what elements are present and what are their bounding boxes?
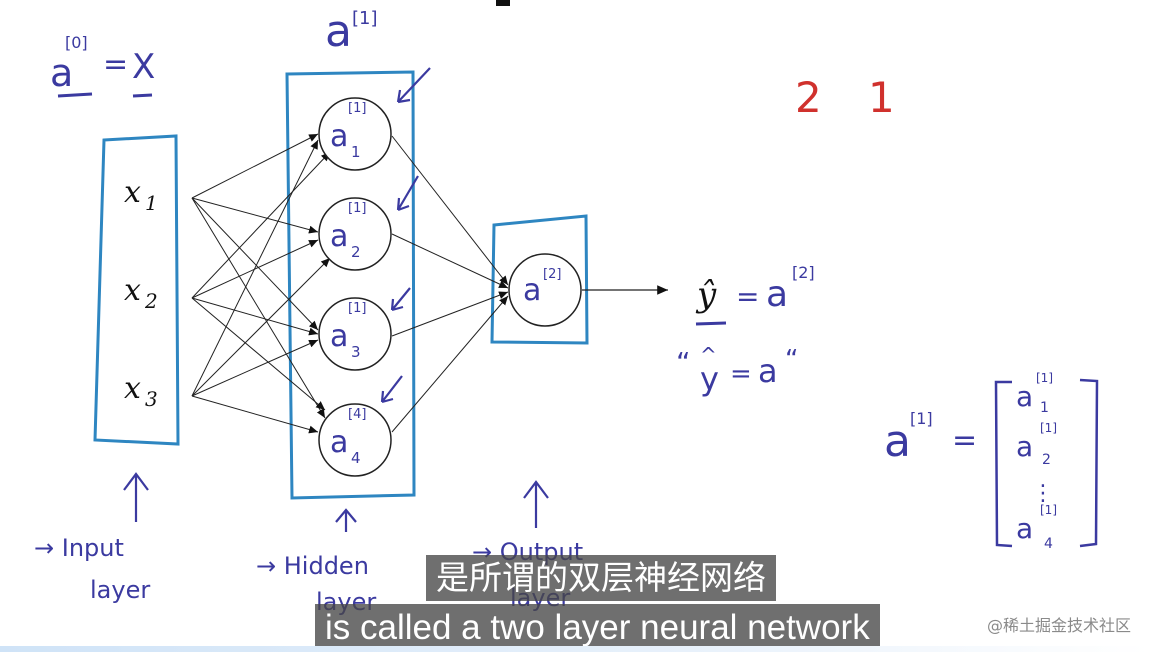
svg-text:3: 3 <box>351 343 361 361</box>
svg-text:4: 4 <box>351 449 361 467</box>
hidden-node-a2: a [1] 2 <box>318 197 392 271</box>
svg-text:a: a <box>325 6 352 57</box>
svg-text:2: 2 <box>144 289 158 313</box>
red-annotation-one: 1 <box>868 73 895 122</box>
svg-text:1: 1 <box>1040 400 1049 416</box>
svg-text:→ Input: → Input <box>34 534 124 562</box>
svg-text:1: 1 <box>145 191 158 215</box>
svg-text:a: a <box>758 352 778 390</box>
svg-text:[1]: [1] <box>910 409 933 428</box>
svg-text:⋮: ⋮ <box>1032 481 1054 506</box>
svg-text:3: 3 <box>145 387 158 411</box>
svg-text:[1]: [1] <box>1040 421 1057 435</box>
input-node-x3: x 3 <box>124 371 158 411</box>
svg-text:[4]: [4] <box>348 407 366 422</box>
input-node-x1: x 1 <box>124 175 158 215</box>
hidden-output-connections <box>391 135 509 433</box>
svg-text:“: “ <box>785 345 798 375</box>
svg-text:a: a <box>330 425 348 460</box>
svg-text:a: a <box>330 319 348 354</box>
svg-text:[1]: [1] <box>348 101 366 116</box>
input-hidden-connections <box>191 133 331 434</box>
svg-text:x: x <box>124 371 141 406</box>
svg-text:=: = <box>952 423 977 458</box>
svg-text:a: a <box>884 416 911 467</box>
svg-text:=: = <box>103 47 128 82</box>
hidden-node-a1: a [1] 1 <box>318 97 392 171</box>
svg-text:2: 2 <box>351 243 361 261</box>
subtitle-chinese: 是所谓的双层神经网络 <box>426 555 776 601</box>
layer-up-arrows <box>123 472 549 532</box>
svg-text:a: a <box>50 51 73 95</box>
watermark-text: @稀土掘金技术社区 <box>986 616 1131 635</box>
input-layer-box <box>93 134 180 446</box>
output-node: a [2] <box>508 253 582 327</box>
svg-text:X: X <box>132 47 155 87</box>
svg-text:a: a <box>1016 380 1033 413</box>
svg-text:[1]: [1] <box>1040 503 1057 517</box>
svg-text:a: a <box>766 274 788 315</box>
svg-text:[0]: [0] <box>65 33 88 52</box>
svg-text:“: “ <box>676 346 691 379</box>
a1-vector-definition: a [1] = a [1] 1 a [1] 2 ⋮ a [1] 4 <box>884 371 1099 552</box>
input-layer-label: → Input layer <box>34 534 150 604</box>
quoted-yhat-equation: “ ^ y = a “ <box>676 343 798 398</box>
yhat-equation: ŷ = a [2] <box>695 263 815 326</box>
svg-text:a: a <box>1016 512 1033 545</box>
svg-text:=: = <box>736 280 759 313</box>
svg-text:→ Hidden: → Hidden <box>256 552 369 580</box>
hidden-layer-box <box>285 70 416 500</box>
svg-text:x: x <box>124 273 141 308</box>
svg-text:layer: layer <box>90 576 150 604</box>
svg-text:1: 1 <box>351 143 361 161</box>
svg-text:=: = <box>730 359 752 389</box>
bottom-progress-strip <box>0 646 1149 652</box>
a1-layer-label: a [1] <box>325 6 378 57</box>
purple-annotation-arrows <box>380 67 431 404</box>
cropped-title-fragment <box>496 0 510 6</box>
output-layer-box <box>490 214 589 345</box>
svg-text:[1]: [1] <box>352 8 378 29</box>
svg-text:[1]: [1] <box>348 201 366 216</box>
svg-text:[2]: [2] <box>792 263 815 282</box>
svg-text:a: a <box>1016 430 1033 463</box>
hidden-node-a4: a [4] 4 <box>318 403 392 477</box>
svg-text:a: a <box>523 273 541 308</box>
input-node-x2: x 2 <box>124 273 158 313</box>
subtitle-english: is called a two layer neural network <box>315 604 880 652</box>
svg-text:a: a <box>330 119 348 154</box>
svg-text:2: 2 <box>1042 452 1051 468</box>
a0-equals-x-label: a [0] = X <box>50 33 155 98</box>
red-annotation-two: 2 <box>795 73 822 122</box>
svg-text:4: 4 <box>1044 536 1053 552</box>
svg-text:x: x <box>124 175 141 210</box>
svg-text:[1]: [1] <box>1036 371 1053 385</box>
svg-text:y: y <box>700 360 719 398</box>
svg-text:[2]: [2] <box>543 267 561 282</box>
svg-text:[1]: [1] <box>348 301 366 316</box>
hidden-node-a3: a [1] 3 <box>318 297 392 371</box>
svg-text:a: a <box>330 219 348 254</box>
svg-text:^: ^ <box>700 343 717 367</box>
svg-text:ŷ: ŷ <box>695 275 717 315</box>
